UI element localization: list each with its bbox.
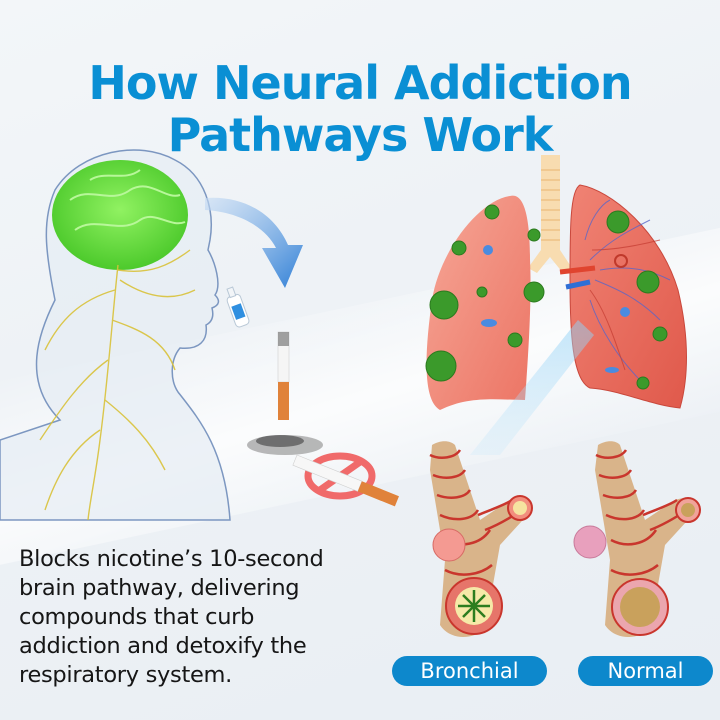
caption-line: Blocks nicotine’s 10-second (19, 546, 324, 572)
description-text: Blocks nicotine’s 10-second brain pathwa… (19, 545, 389, 690)
bronchial-label-badge: Bronchial (392, 656, 547, 686)
human-head-illustration (0, 149, 231, 521)
page-title: How Neural Addiction Pathways Work (0, 57, 720, 161)
bronchial-airway-illustration (429, 441, 533, 637)
normal-label-badge: Normal (578, 656, 713, 686)
caption-line: respiratory system. (19, 662, 232, 688)
caption-line: addiction and detoxify the (19, 633, 307, 659)
bacteria-icons (481, 245, 630, 373)
no-smoking-sign-icon (292, 452, 399, 507)
caption-line: brain pathway, delivering (19, 575, 300, 601)
lungs-illustration (425, 155, 687, 455)
cigarette-icon (247, 331, 323, 455)
caption-line: compounds that curb (19, 604, 255, 630)
nasal-spray-bottle (226, 286, 250, 328)
curved-arrow-down-icon (205, 197, 303, 288)
normal-airway-illustration (573, 441, 701, 637)
brain-icon (52, 160, 188, 270)
virus-icons (425, 204, 668, 390)
title-line-1: How Neural Addiction (88, 55, 632, 110)
title-line-2: Pathways Work (167, 107, 554, 162)
nerve-pathways (39, 249, 196, 521)
right-lung (569, 184, 687, 409)
